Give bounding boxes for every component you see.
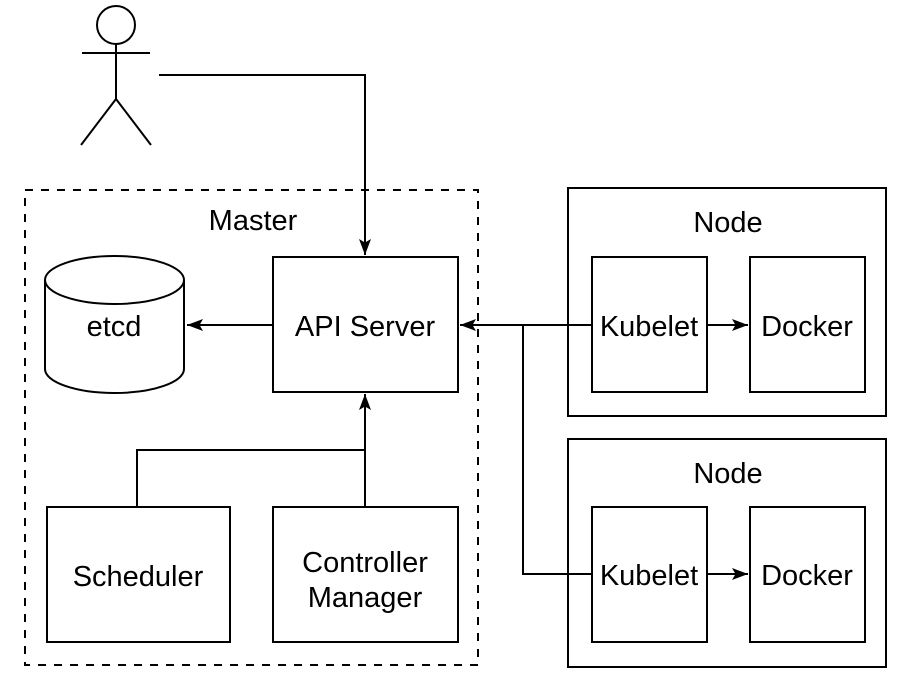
master-label: Master bbox=[209, 205, 298, 237]
etcd-cylinder-body bbox=[44, 255, 185, 394]
kubelet-1-box bbox=[591, 256, 708, 393]
docker-2-label: Docker bbox=[761, 560, 853, 592]
edge-kubelet2-junction bbox=[522, 325, 592, 575]
edge-user-to-api-server bbox=[159, 74, 371, 255]
actor-legs bbox=[80, 98, 152, 146]
controller-manager-label-line2: Manager bbox=[308, 582, 423, 614]
scheduler-box bbox=[46, 506, 231, 643]
docker-2-box bbox=[749, 506, 866, 643]
master-group-box bbox=[24, 189, 479, 666]
kubelet-2-label: Kubelet bbox=[600, 560, 698, 592]
docker-1-label: Docker bbox=[761, 311, 853, 343]
docker-1-box bbox=[749, 256, 866, 393]
edge-scheduler-to-api-server bbox=[136, 449, 365, 507]
kubelet-1-label: Kubelet bbox=[600, 311, 698, 343]
etcd-label: etcd bbox=[87, 311, 142, 343]
controller-manager-label-line1: Controller bbox=[302, 547, 428, 579]
user-actor-icon bbox=[80, 5, 152, 146]
scheduler-label: Scheduler bbox=[73, 561, 204, 593]
actor-head bbox=[96, 5, 136, 45]
node-1-label: Node bbox=[693, 207, 762, 239]
api-server-label: API Server bbox=[295, 311, 436, 343]
node-2-label: Node bbox=[693, 458, 762, 490]
controller-manager-box bbox=[272, 506, 459, 643]
etcd-cylinder-lid bbox=[44, 279, 185, 305]
etcd-cylinder bbox=[44, 255, 185, 394]
